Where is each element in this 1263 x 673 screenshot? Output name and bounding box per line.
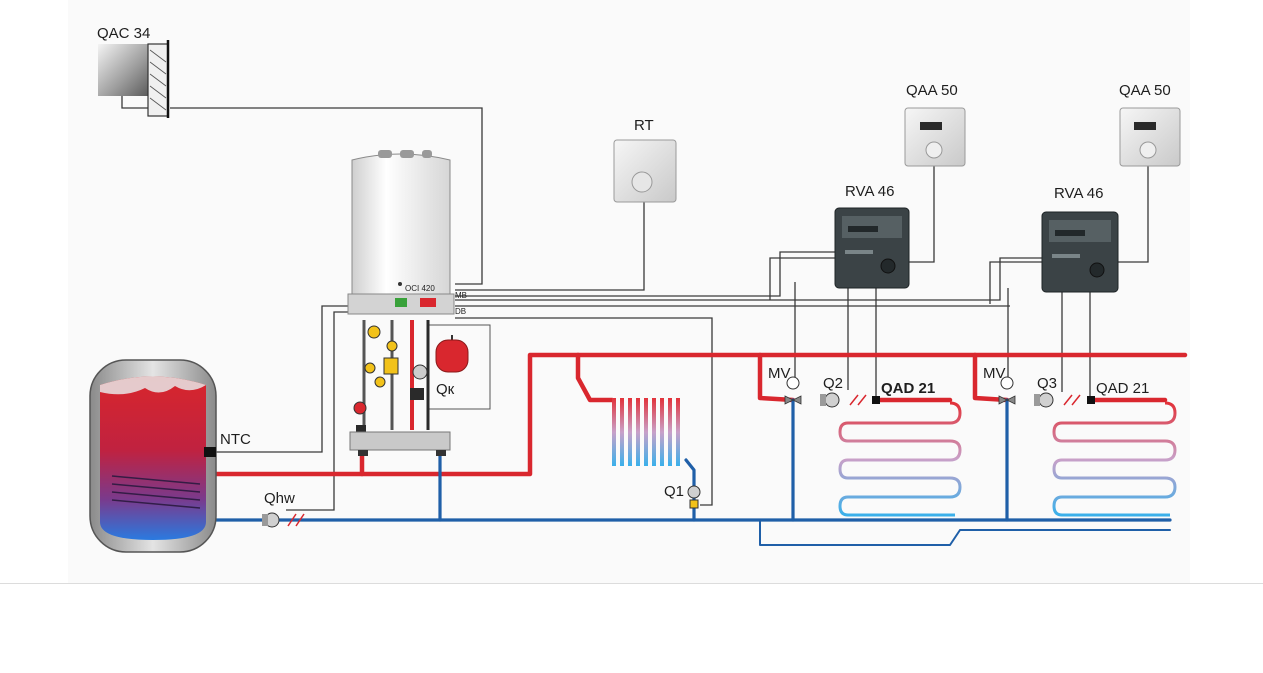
hot-water-tank [89,359,217,553]
label-qad21-a: QAD 21 [881,380,935,397]
room-thermostat-rt [613,139,677,203]
supply-pipes [211,352,1188,517]
outdoor-sensor-qac34 [98,40,170,118]
boiler-hydraulics [353,320,430,435]
label-q1: Q1 [664,483,684,500]
label-rva46-b: RVA 46 [1054,185,1103,202]
contact-sensor-qad21-a [872,396,880,404]
label-qhw: Qhw [264,490,295,507]
label-qac34: QAC 34 [97,25,150,42]
room-unit-qaa50-b [1119,107,1181,167]
label-db: DB [455,307,466,316]
label-q2: Q2 [823,375,843,392]
pump-qk [412,364,428,380]
schematic-canvas: QAC 34 RT QAA 50 QAA 50 RVA 46 RVA 46 OC… [68,0,1190,583]
mixing-valve-mv-b [998,376,1016,405]
diagram-labels: QAC 34 RT QAA 50 QAA 50 RVA 46 RVA 46 OC… [97,25,1171,507]
label-mb: MB [455,291,467,300]
label-qaa50-a: QAA 50 [906,82,958,99]
label-ntc: NTC [220,431,251,448]
label-rt: RT [634,117,654,134]
label-qk: Qк [436,381,455,398]
pump-q1 [687,485,701,509]
mixing-valve-mv-a [784,376,802,405]
room-unit-qaa50-a [904,107,966,167]
label-qaa50-b: QAA 50 [1119,82,1171,99]
label-oci420: OCI 420 [405,284,435,293]
contact-sensor-qad21-b [1087,396,1095,404]
label-mv-b: MV [983,365,1006,382]
controller-rva46-a [834,207,910,289]
expansion-vessel [435,335,469,373]
label-q3: Q3 [1037,375,1057,392]
label-rva46-a: RVA 46 [845,183,894,200]
radiator [612,398,680,466]
label-mv-a: MV [768,365,791,382]
pump-qhw [262,512,305,528]
label-qad21-b: QAD 21 [1096,380,1149,397]
bottom-divider [0,583,1263,584]
ntc-sensor [204,447,216,457]
pump-q2 [820,392,880,408]
tank-heat-exchanger-coil [111,475,201,509]
return-pipes [212,398,1172,546]
diagram-background [68,0,1190,583]
boiler-manifold [349,431,451,451]
controller-rva46-b [1041,211,1119,293]
pump-q3 [1034,392,1095,408]
control-wiring [121,96,1149,511]
boiler-unit [347,150,469,456]
